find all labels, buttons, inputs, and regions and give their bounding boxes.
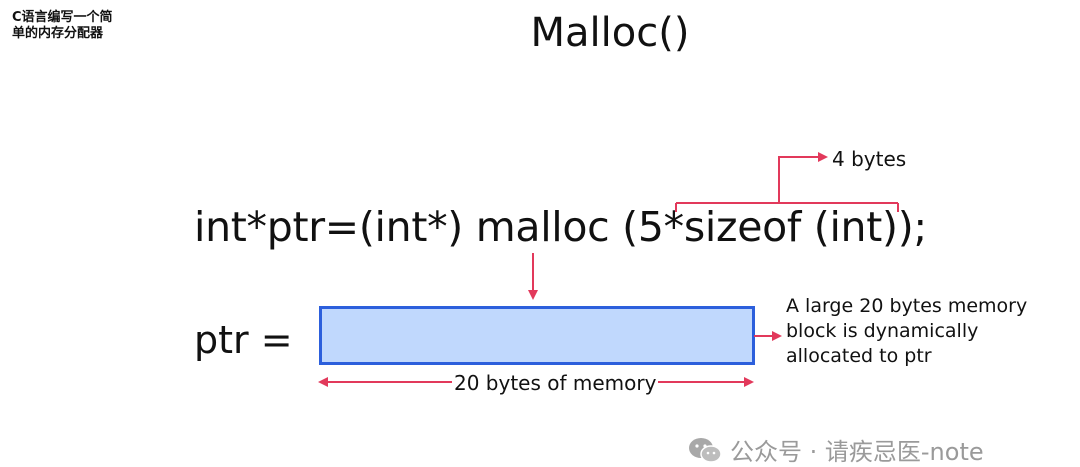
watermark: 公众号 · 请疾忌医-note (688, 432, 984, 467)
four-bytes-label: 4 bytes (832, 147, 907, 171)
watermark-text: 公众号 · 请疾忌医-note (730, 438, 984, 466)
page-title: Malloc() (530, 10, 690, 56)
annotation-line-2: block is dynamically (786, 320, 979, 342)
corner-label-line-1: C语言编写一个简 (12, 10, 113, 25)
memory-size-caption: 20 bytes of memory (452, 371, 659, 395)
allocation-annotation: A large 20 bytes memory block is dynamic… (786, 294, 1076, 369)
corner-label-line-2: 单的内存分配器 (12, 26, 104, 41)
wechat-icon (689, 437, 722, 463)
ptr-label: ptr = (194, 318, 293, 362)
memory-block (319, 306, 755, 365)
corner-label: C语言编写一个简 单的内存分配器 (12, 10, 142, 42)
four-bytes-arrow (778, 152, 828, 203)
annotation-line-1: A large 20 bytes memory (786, 295, 1028, 317)
malloc-code-line: int*ptr=(int*) malloc (5*sizeof (int)); (194, 203, 927, 251)
annotation-line-3: allocated to ptr (786, 345, 932, 367)
sizeof-bracket (675, 202, 899, 212)
